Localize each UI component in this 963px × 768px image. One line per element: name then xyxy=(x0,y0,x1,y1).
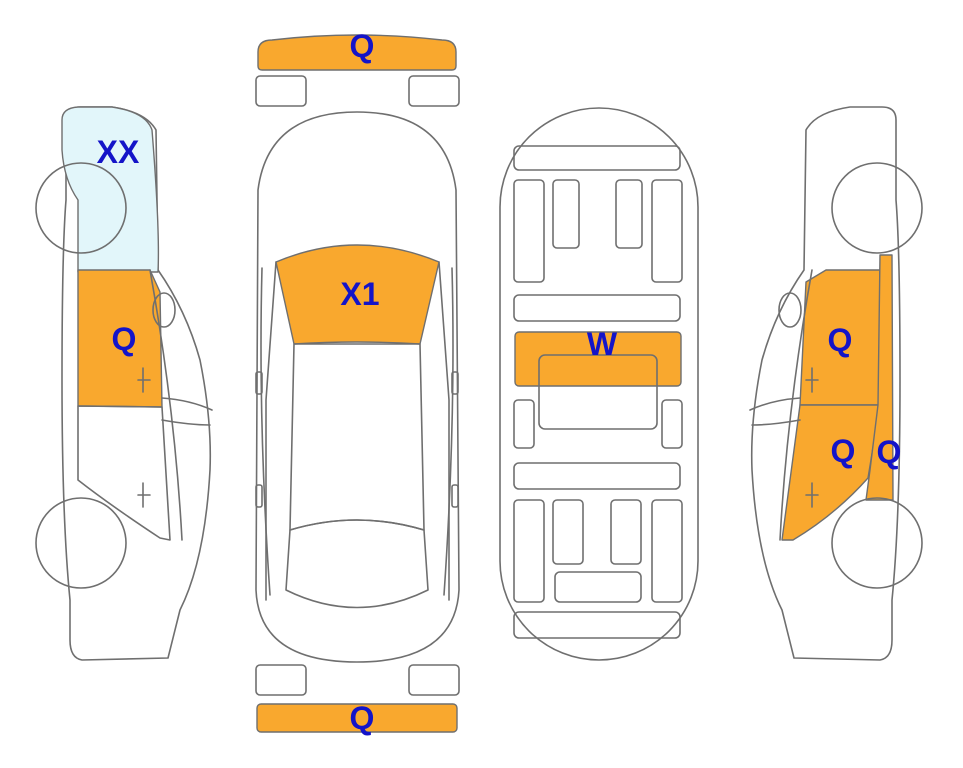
rear-bumper-label: Q xyxy=(350,700,375,736)
underside-rear-bar xyxy=(513,611,681,639)
top-view-right-side xyxy=(438,261,450,601)
left-front-door-panel[interactable] xyxy=(77,269,163,408)
right-side-body xyxy=(750,106,901,661)
underside-seat-3 xyxy=(615,179,643,249)
right-rear-door-label: Q xyxy=(831,433,856,469)
right-handle-top xyxy=(451,484,459,508)
rear-bumper-panel[interactable] xyxy=(256,703,458,733)
top-view-body xyxy=(255,111,460,663)
underside-seat-8 xyxy=(651,499,683,603)
underside-seat-1 xyxy=(513,179,545,283)
left-front-wheel xyxy=(35,162,127,254)
right-rear-door-panel[interactable] xyxy=(781,404,881,541)
left-front-door-label: Q xyxy=(112,321,137,357)
underside-bar-2 xyxy=(513,399,535,449)
front-bumper-panel[interactable] xyxy=(257,34,457,71)
left-rear-wheel xyxy=(35,497,127,589)
left-front-fender-label: XX xyxy=(97,134,140,170)
right-mirror-top xyxy=(451,371,459,395)
left-window-line xyxy=(161,397,213,411)
underside-seat-2 xyxy=(552,179,580,249)
left-front-handle xyxy=(137,367,151,393)
right-rear-handle xyxy=(805,482,819,508)
car-top-view: X1 xyxy=(255,111,460,663)
front-bumper-group: Q xyxy=(255,28,460,107)
underside-seat-5 xyxy=(513,499,545,603)
car-underside-view: W xyxy=(499,107,699,661)
top-view-left-inner xyxy=(260,267,271,596)
rear-left-light xyxy=(255,664,307,696)
right-window-line xyxy=(749,397,801,411)
car-left-side-view: XX Q xyxy=(35,106,213,661)
car-right-side-view: Q Q Q xyxy=(749,106,923,661)
right-b-pillar xyxy=(779,269,813,541)
trunk-panel[interactable] xyxy=(514,331,682,387)
left-side-body xyxy=(61,106,212,661)
underside-front-bar xyxy=(513,145,681,171)
right-front-handle xyxy=(805,367,819,393)
underside-bar-3 xyxy=(661,399,683,449)
left-mirror xyxy=(152,292,176,328)
hood-label: X1 xyxy=(340,276,379,312)
right-mirror xyxy=(778,292,802,328)
left-front-fender-panel[interactable] xyxy=(61,106,160,273)
top-view-right-inner xyxy=(443,267,454,596)
underside-rear-seat xyxy=(554,571,642,603)
left-rear-handle xyxy=(137,482,151,508)
rear-right-light xyxy=(408,664,460,696)
right-rear-wheel xyxy=(831,497,923,589)
left-mirror-top xyxy=(255,371,263,395)
left-window-line-2 xyxy=(161,419,211,426)
left-b-pillar xyxy=(149,269,183,541)
underside-bar-4 xyxy=(513,462,681,490)
underside-mid-bar xyxy=(513,294,681,322)
front-left-light xyxy=(255,75,307,107)
right-front-wheel xyxy=(831,162,923,254)
underside-seat-7 xyxy=(610,499,642,565)
underside-body xyxy=(499,107,699,661)
right-front-door-label: Q xyxy=(828,322,853,358)
right-rear-quarter-label: Q xyxy=(877,434,902,470)
underside-console xyxy=(538,354,658,430)
front-right-light xyxy=(408,75,460,107)
top-view-rear-window xyxy=(285,519,429,609)
left-handle-top xyxy=(255,484,263,508)
front-bumper-label: Q xyxy=(350,28,375,64)
left-rear-door xyxy=(77,405,171,541)
trunk-label: W xyxy=(587,326,618,362)
right-window-line-2 xyxy=(751,419,801,426)
top-view-cabin xyxy=(289,343,425,531)
underside-seat-4 xyxy=(651,179,683,283)
rear-bumper-group: Q xyxy=(255,664,460,736)
underside-seat-6 xyxy=(552,499,584,565)
